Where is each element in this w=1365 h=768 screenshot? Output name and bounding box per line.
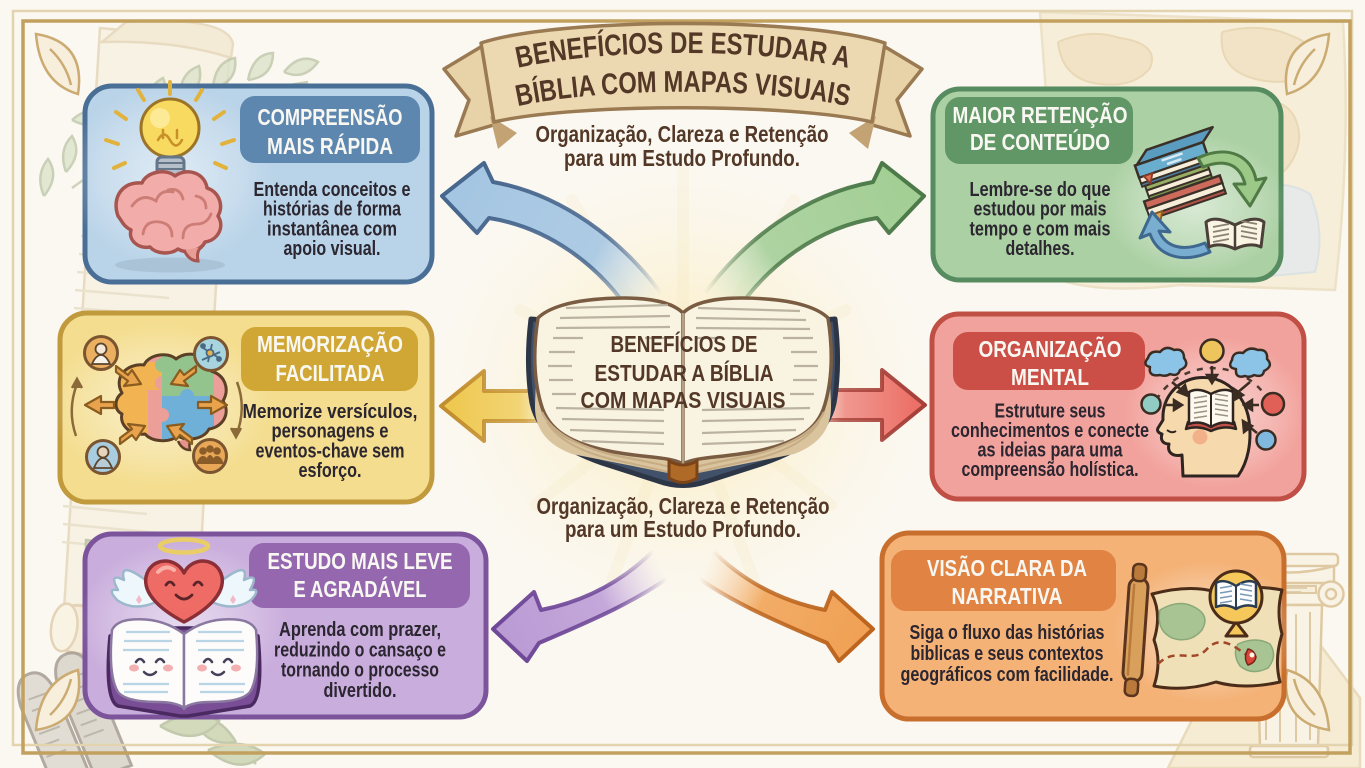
svg-text:histórias de forma: histórias de forma bbox=[263, 198, 401, 221]
svg-text:Siga o fluxo das histórias: Siga o fluxo das histórias bbox=[910, 621, 1105, 644]
svg-text:Estruture seus: Estruture seus bbox=[995, 400, 1106, 423]
svg-text:E AGRADÁVEL: E AGRADÁVEL bbox=[294, 575, 427, 602]
svg-text:compreensão holística.: compreensão holística. bbox=[962, 458, 1139, 481]
svg-text:detalhes.: detalhes. bbox=[1006, 237, 1075, 260]
svg-text:conhecimentos e conecte: conhecimentos e conecte bbox=[951, 419, 1149, 442]
svg-text:Lembre-se do que: Lembre-se do que bbox=[970, 178, 1111, 201]
svg-text:eventos-chave sem: eventos-chave sem bbox=[256, 439, 405, 462]
svg-text:MEMORIZAÇÃO: MEMORIZAÇÃO bbox=[257, 330, 403, 357]
svg-text:instantânea com: instantânea com bbox=[267, 217, 397, 240]
svg-text:ESTUDO MAIS LEVE: ESTUDO MAIS LEVE bbox=[268, 548, 453, 574]
svg-text:COM MAPAS VISUAIS: COM MAPAS VISUAIS bbox=[581, 387, 786, 413]
svg-text:BENEFÍCIOS DE: BENEFÍCIOS DE bbox=[611, 330, 758, 357]
svg-text:COMPREENSÃO: COMPREENSÃO bbox=[258, 103, 403, 130]
svg-text:geográficos com facilidade.: geográficos com facilidade. bbox=[901, 663, 1114, 686]
svg-text:personagens e: personagens e bbox=[272, 420, 389, 443]
svg-text:estudou por mais: estudou por mais bbox=[974, 198, 1107, 221]
svg-text:ESTUDAR A BÍBLIA: ESTUDAR A BÍBLIA bbox=[595, 359, 774, 386]
svg-text:Entenda conceitos e: Entenda conceitos e bbox=[254, 178, 411, 201]
svg-text:reduzindo o cansaço e: reduzindo o cansaço e bbox=[274, 638, 446, 661]
svg-text:MENTAL: MENTAL bbox=[1011, 364, 1089, 390]
svg-text:Organização, Clareza e Retençã: Organização, Clareza e Retenção bbox=[536, 121, 829, 147]
svg-text:NARRATIVA: NARRATIVA bbox=[952, 583, 1063, 609]
svg-text:Memorize versículos,: Memorize versículos, bbox=[243, 400, 418, 423]
svg-text:tornando o processo: tornando o processo bbox=[281, 659, 439, 682]
svg-text:MAIOR RETENÇÃO: MAIOR RETENÇÃO bbox=[953, 101, 1128, 128]
svg-text:FACILITADA: FACILITADA bbox=[276, 360, 385, 386]
svg-text:divertido.: divertido. bbox=[324, 679, 397, 702]
svg-text:esforço.: esforço. bbox=[299, 459, 362, 482]
svg-text:MAIS RÁPIDA: MAIS RÁPIDA bbox=[267, 132, 393, 159]
svg-text:Aprenda com prazer,: Aprenda com prazer, bbox=[279, 618, 441, 641]
svg-text:as ideias para uma: as ideias para uma bbox=[978, 439, 1123, 462]
svg-text:para um Estudo Profundo.: para um Estudo Profundo. bbox=[564, 145, 800, 171]
svg-text:ORGANIZAÇÃO: ORGANIZAÇÃO bbox=[979, 335, 1122, 362]
svg-text:DE CONTEÚDO: DE CONTEÚDO bbox=[970, 128, 1110, 155]
svg-text:Organização, Clareza e Retençã: Organização, Clareza e Retenção bbox=[537, 493, 830, 519]
svg-text:apoio visual.: apoio visual. bbox=[284, 237, 381, 260]
svg-text:VISÃO CLARA DA: VISÃO CLARA DA bbox=[927, 554, 1087, 581]
svg-text:biblicas e seus contextos: biblicas e seus contextos bbox=[911, 642, 1104, 665]
svg-text:para um Estudo Profundo.: para um Estudo Profundo. bbox=[565, 516, 801, 542]
svg-text:tempo e com mais: tempo e com mais bbox=[970, 217, 1111, 240]
